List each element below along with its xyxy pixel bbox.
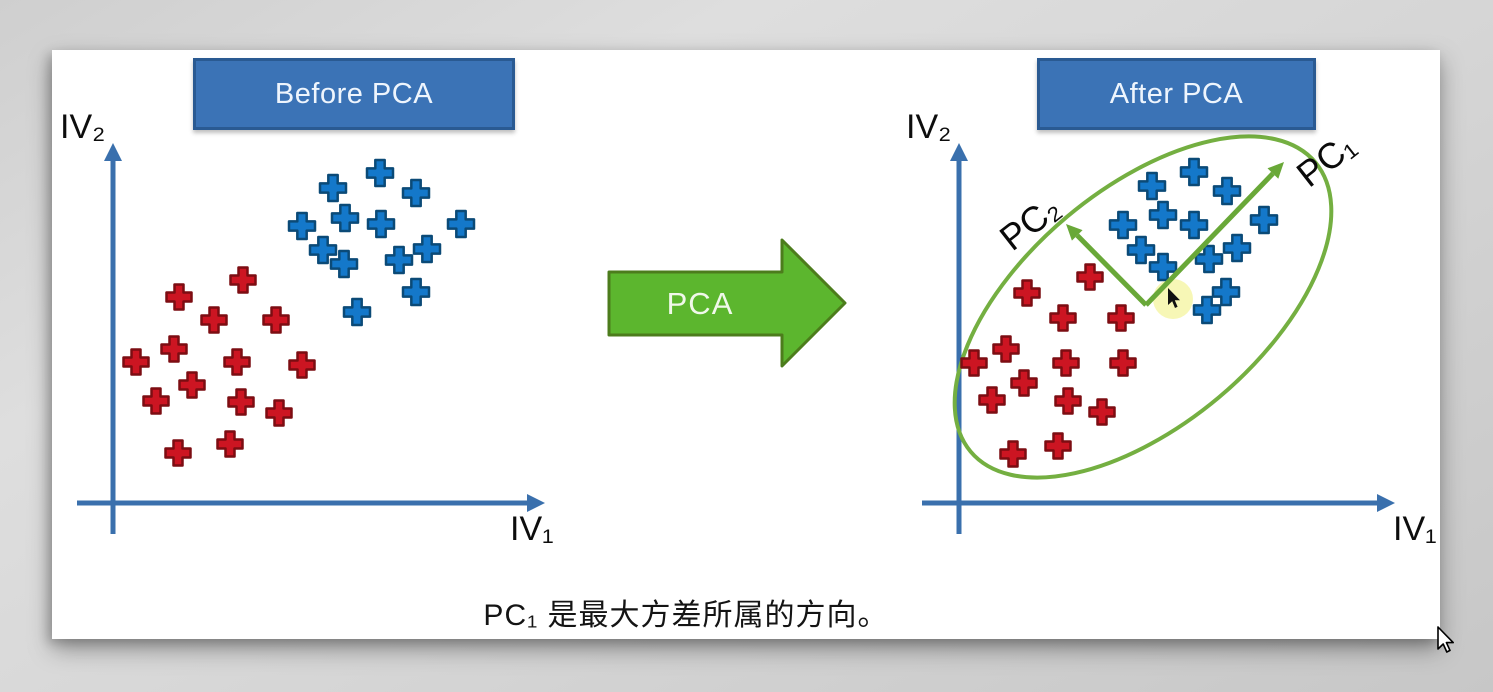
pc1-arrow xyxy=(1144,162,1284,307)
red-class-plus-marker xyxy=(142,387,170,415)
blue-class-plus-marker xyxy=(342,297,372,327)
red-class-plus-marker xyxy=(200,306,228,334)
red-class-plus-marker xyxy=(1107,304,1135,332)
blue-class-plus-marker xyxy=(401,277,431,307)
blue-class-plus-marker xyxy=(1212,176,1242,206)
after-x-axis xyxy=(922,494,1395,512)
blue-class-plus-marker xyxy=(1179,210,1209,240)
blue-class-plus-marker xyxy=(1137,171,1167,201)
after-pca-title-box: After PCA xyxy=(1037,58,1316,130)
before-pca-title: Before PCA xyxy=(274,77,434,110)
red-class-plus-marker xyxy=(1010,369,1038,397)
red-class-plus-marker xyxy=(229,266,257,294)
before-pca-title-box: Before PCA xyxy=(193,58,515,130)
red-class-plus-marker xyxy=(227,388,255,416)
before-x-axis-label: IV₁ xyxy=(510,510,554,548)
blue-class-plus-marker xyxy=(366,209,396,239)
red-class-plus-marker xyxy=(1076,263,1104,291)
after-x-axis-label: IV₁ xyxy=(1393,510,1437,548)
red-class-plus-marker xyxy=(1044,432,1072,460)
red-class-plus-marker xyxy=(1109,349,1137,377)
red-class-plus-marker xyxy=(1013,279,1041,307)
blue-class-plus-marker xyxy=(287,211,317,241)
red-class-plus-marker xyxy=(288,351,316,379)
blue-class-plus-marker xyxy=(1148,200,1178,230)
caption-text: PC₁ 是最大方差所属的方向。 xyxy=(483,599,889,632)
after-axes xyxy=(922,143,1395,534)
blue-class-plus-marker xyxy=(318,173,348,203)
blue-class-plus-marker xyxy=(401,178,431,208)
red-class-plus-marker xyxy=(999,440,1027,468)
blue-class-plus-marker xyxy=(365,158,395,188)
pointer-cursor-icon xyxy=(1168,288,1180,308)
blue-class-plus-marker xyxy=(330,203,360,233)
blue-class-plus-marker xyxy=(412,234,442,264)
blue-class-plus-marker xyxy=(308,235,338,265)
red-class-plus-marker xyxy=(1088,398,1116,426)
blue-class-plus-marker xyxy=(1179,157,1209,187)
blue-class-plus-marker xyxy=(1126,235,1156,265)
red-class-plus-marker xyxy=(223,348,251,376)
before-x-axis xyxy=(77,494,545,512)
mouse-cursor-icon xyxy=(1437,626,1454,653)
blue-class-plus-marker xyxy=(1249,205,1279,235)
red-class-plus-marker xyxy=(1054,387,1082,415)
red-class-plus-marker xyxy=(1049,304,1077,332)
before-y-axis-label: IV₂ xyxy=(60,108,106,146)
blue-class-plus-marker xyxy=(329,249,359,279)
before-y-axis xyxy=(104,143,122,534)
after-pca-title: After PCA xyxy=(1109,77,1244,110)
blue-class-plus-marker xyxy=(446,209,476,239)
after-y-axis-label: IV₂ xyxy=(906,108,952,146)
red-class-markers xyxy=(122,263,1137,468)
blue-class-plus-marker xyxy=(1222,233,1252,263)
red-class-plus-marker xyxy=(978,386,1006,414)
red-class-plus-marker xyxy=(265,399,293,427)
red-class-plus-marker xyxy=(216,430,244,458)
blue-class-plus-marker xyxy=(1211,277,1241,307)
red-class-plus-marker xyxy=(160,335,188,363)
blue-class-plus-marker xyxy=(1108,210,1138,240)
red-class-plus-marker xyxy=(178,371,206,399)
covariance-ellipse xyxy=(952,134,1334,480)
slide-background xyxy=(52,50,1440,639)
red-class-plus-marker xyxy=(164,439,192,467)
pca-arrow-label: PCA xyxy=(667,286,734,321)
blue-class-plus-marker xyxy=(1192,295,1222,325)
after-y-axis xyxy=(950,143,968,534)
red-class-plus-marker xyxy=(262,306,290,334)
pca-transform-arrow xyxy=(607,238,847,368)
pc2-arrow xyxy=(1066,224,1148,307)
before-axes xyxy=(77,143,545,534)
red-class-plus-marker xyxy=(992,335,1020,363)
blue-class-plus-marker xyxy=(384,245,414,275)
red-class-plus-marker xyxy=(960,349,988,377)
red-class-plus-marker xyxy=(165,283,193,311)
red-class-plus-marker xyxy=(122,348,150,376)
red-class-plus-marker xyxy=(1052,349,1080,377)
